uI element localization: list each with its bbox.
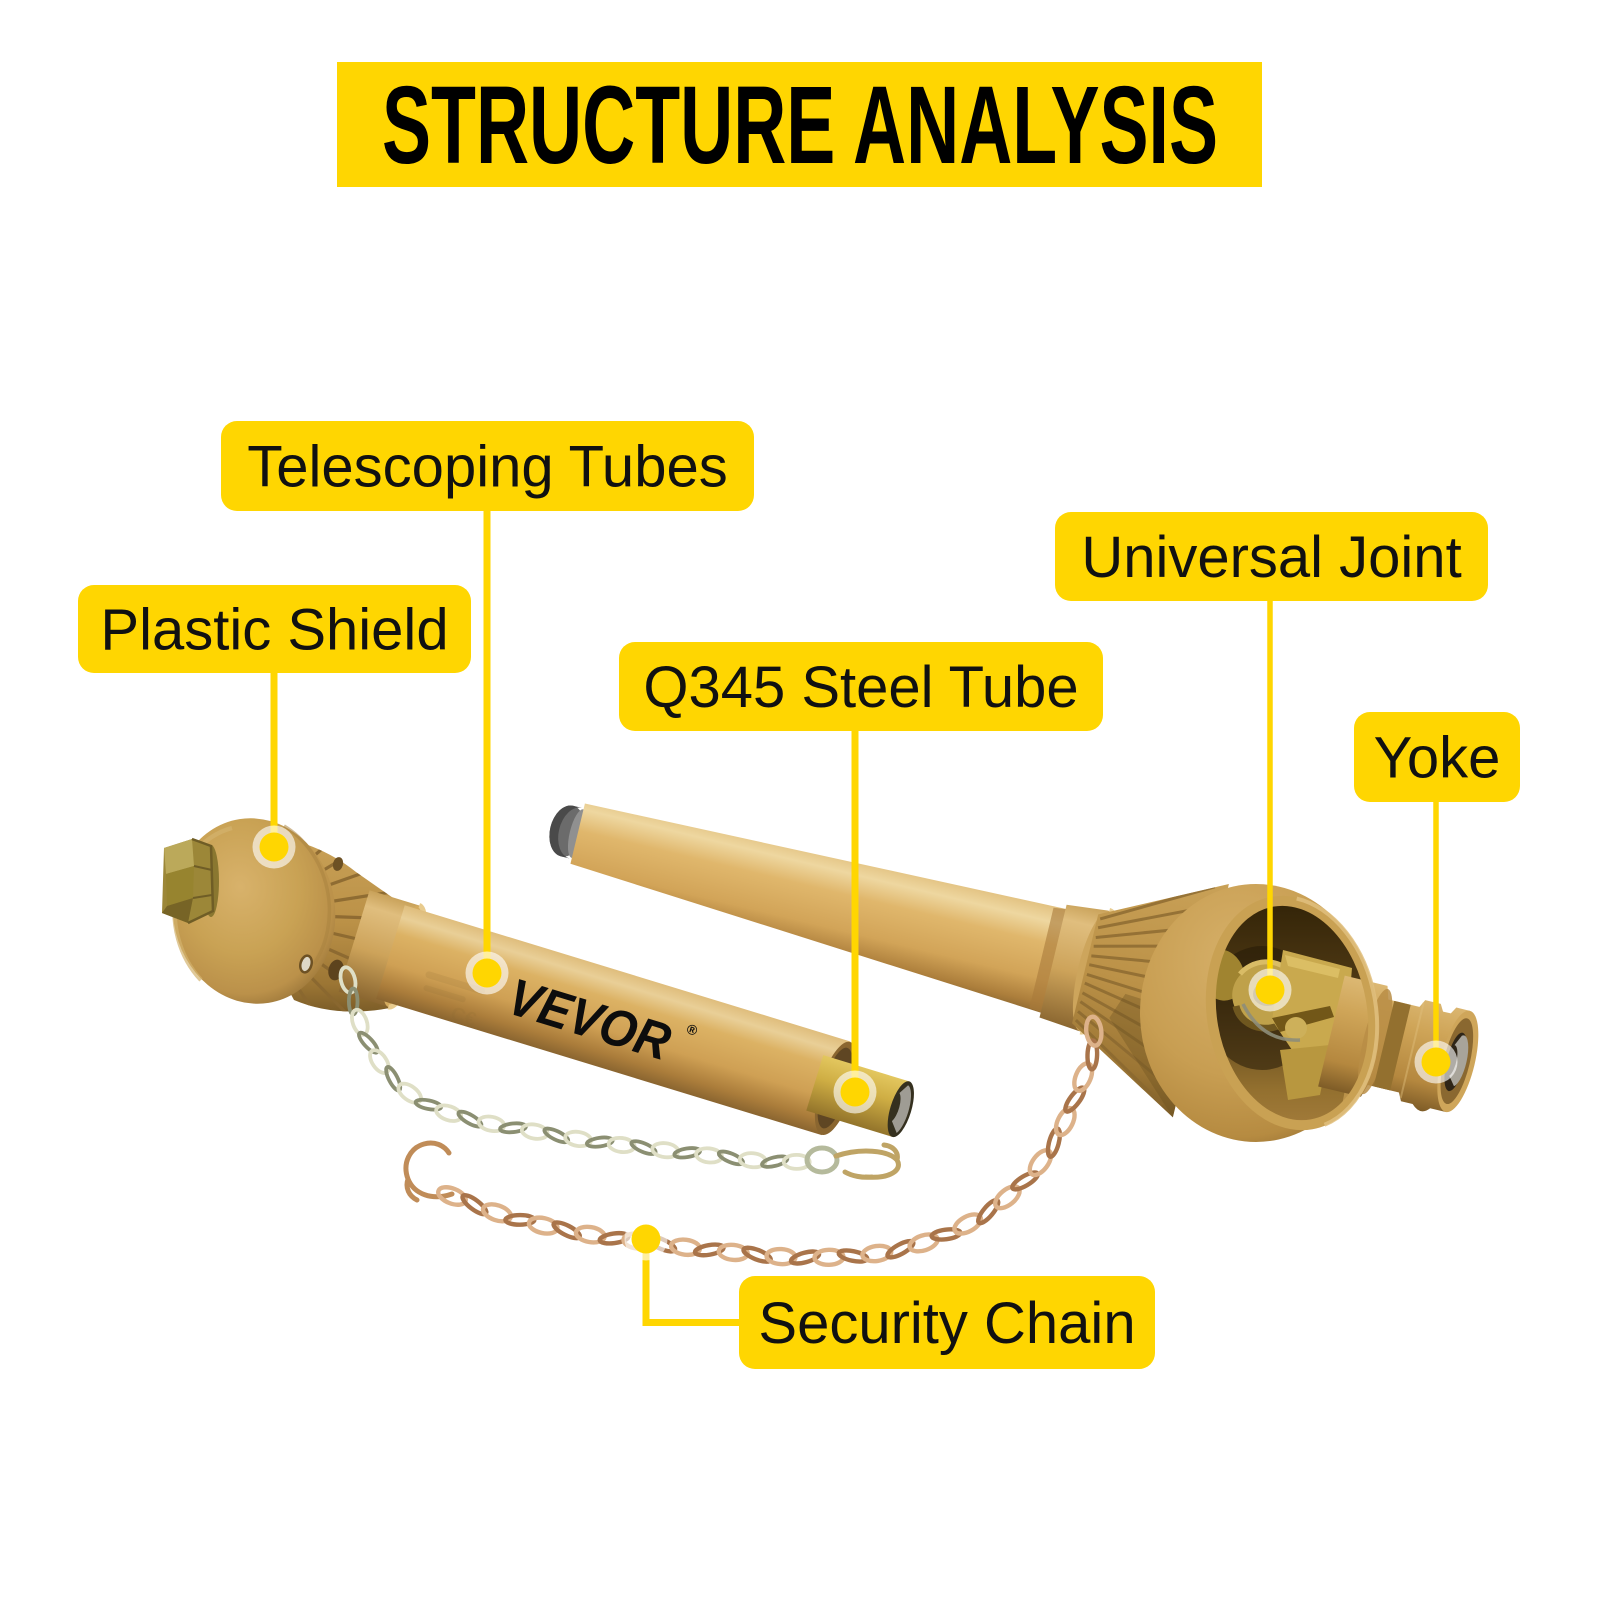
svg-text:Q345 Steel Tube: Q345 Steel Tube <box>643 655 1078 720</box>
svg-text:STRUCTURE ANALYSIS: STRUCTURE ANALYSIS <box>382 64 1218 187</box>
svg-text:Telescoping Tubes: Telescoping Tubes <box>247 435 727 500</box>
svg-text:Plastic Shield: Plastic Shield <box>100 598 448 663</box>
svg-text:Yoke: Yoke <box>1374 726 1501 791</box>
svg-text:Universal Joint: Universal Joint <box>1081 525 1461 590</box>
svg-text:Security Chain: Security Chain <box>758 1291 1135 1356</box>
